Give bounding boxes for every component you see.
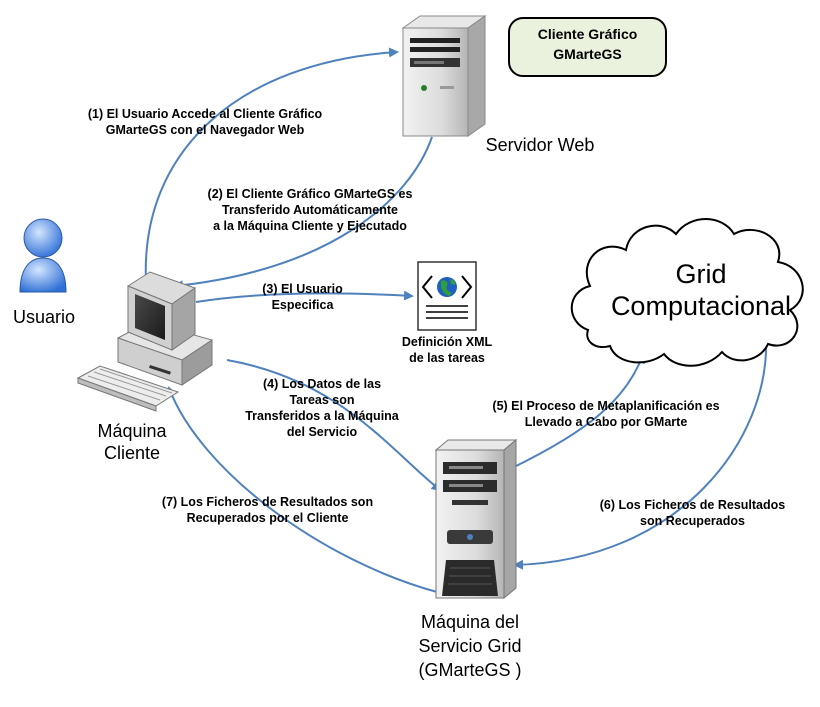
callout-line1: Cliente Gráfico [537,26,638,42]
callout-line2: GMarteGS [553,46,622,62]
grid-label: Grid Computacional [596,258,806,322]
step4-label: (4) Los Datos de las Tareas son Transfer… [222,376,422,440]
desktop-computer-icon [76,271,214,412]
arrow-step2-transfer [173,136,433,291]
grid-line1: Grid [675,259,727,289]
step4-line4: del Servicio [286,425,358,439]
grid-line2: Computacional [610,291,792,321]
grid-service-line1: Máquina del [420,612,520,632]
step1-label: (1) El Usuario Accede al Cliente Gráfico… [30,106,380,138]
arrow-step1-access [144,47,399,283]
xml-document-icon [417,261,477,331]
xml-doc-line2: de las tareas [409,351,485,365]
step3-line2: Especifica [271,298,334,312]
client-machine-line2: Cliente [103,443,161,463]
step6-line1: (6) Los Ficheros de Resultados [599,498,786,512]
user-label: Usuario [12,307,76,327]
arrow-step4-data [226,359,442,492]
step2-line1: (2) El Cliente Gráfico GMarteGS es [207,187,413,201]
grid-service-line3: (GMarteGS ) [418,660,522,680]
user-icon [19,218,67,293]
cloud-icon [570,218,804,367]
step7-label: (7) Los Ficheros de Resultados son Recup… [125,494,410,526]
step6-label: (6) Los Ficheros de Resultados son Recup… [575,497,810,529]
xml-doc-line1: Definición XML [401,335,493,349]
step2-label: (2) El Cliente Gráfico GMarteGS es Trans… [165,186,455,234]
client-machine-label: Máquina Cliente [72,420,192,464]
step2-line3: a la Máquina Cliente y Ejecutado [213,219,407,233]
step4-line3: Transferidos a la Máquina [245,409,399,423]
grid-service-line2: Servicio Grid [418,636,522,656]
web-server-label: Servidor Web [485,135,595,155]
step7-line1: (7) Los Ficheros de Resultados son [161,495,374,509]
tower-pc-icon [434,438,518,600]
arrows [144,47,768,593]
step5-line2: Llevado a Cabo por GMarte [524,415,688,429]
arrow-step3-specify [195,290,414,303]
step5-line1: (5) El Proceso de Metaplanificación es [492,399,720,413]
step7-line2: Recuperados por el Cliente [186,511,349,525]
step4-line2: Tareas son [289,393,355,407]
step1-line1: (1) El Usuario Accede al Cliente Gráfico [87,107,323,121]
arrow-step7-results-client [167,386,438,593]
client-machine-line1: Máquina [97,421,167,441]
callout-box [508,17,667,77]
server-tower-icon [401,15,487,137]
grid-service-label: Máquina del Servicio Grid (GMarteGS ) [385,610,555,682]
step2-line2: Transferido Automáticamente [222,203,398,217]
step4-line1: (4) Los Datos de las [262,377,382,391]
callout-text: Cliente Gráfico GMarteGS [509,24,666,64]
arrow-step6-results [513,337,768,570]
step3-label: (3) El Usuario Especifica [240,281,365,313]
step5-label: (5) El Proceso de Metaplanificación es L… [456,398,756,430]
arrow-step5-metaplan [511,353,645,469]
xml-doc-label: Definición XML de las tareas [382,334,512,366]
step1-line2: GMarteGS con el Navegador Web [105,123,305,137]
step3-line1: (3) El Usuario [262,282,343,296]
step6-line2: son Recuperados [640,514,745,528]
